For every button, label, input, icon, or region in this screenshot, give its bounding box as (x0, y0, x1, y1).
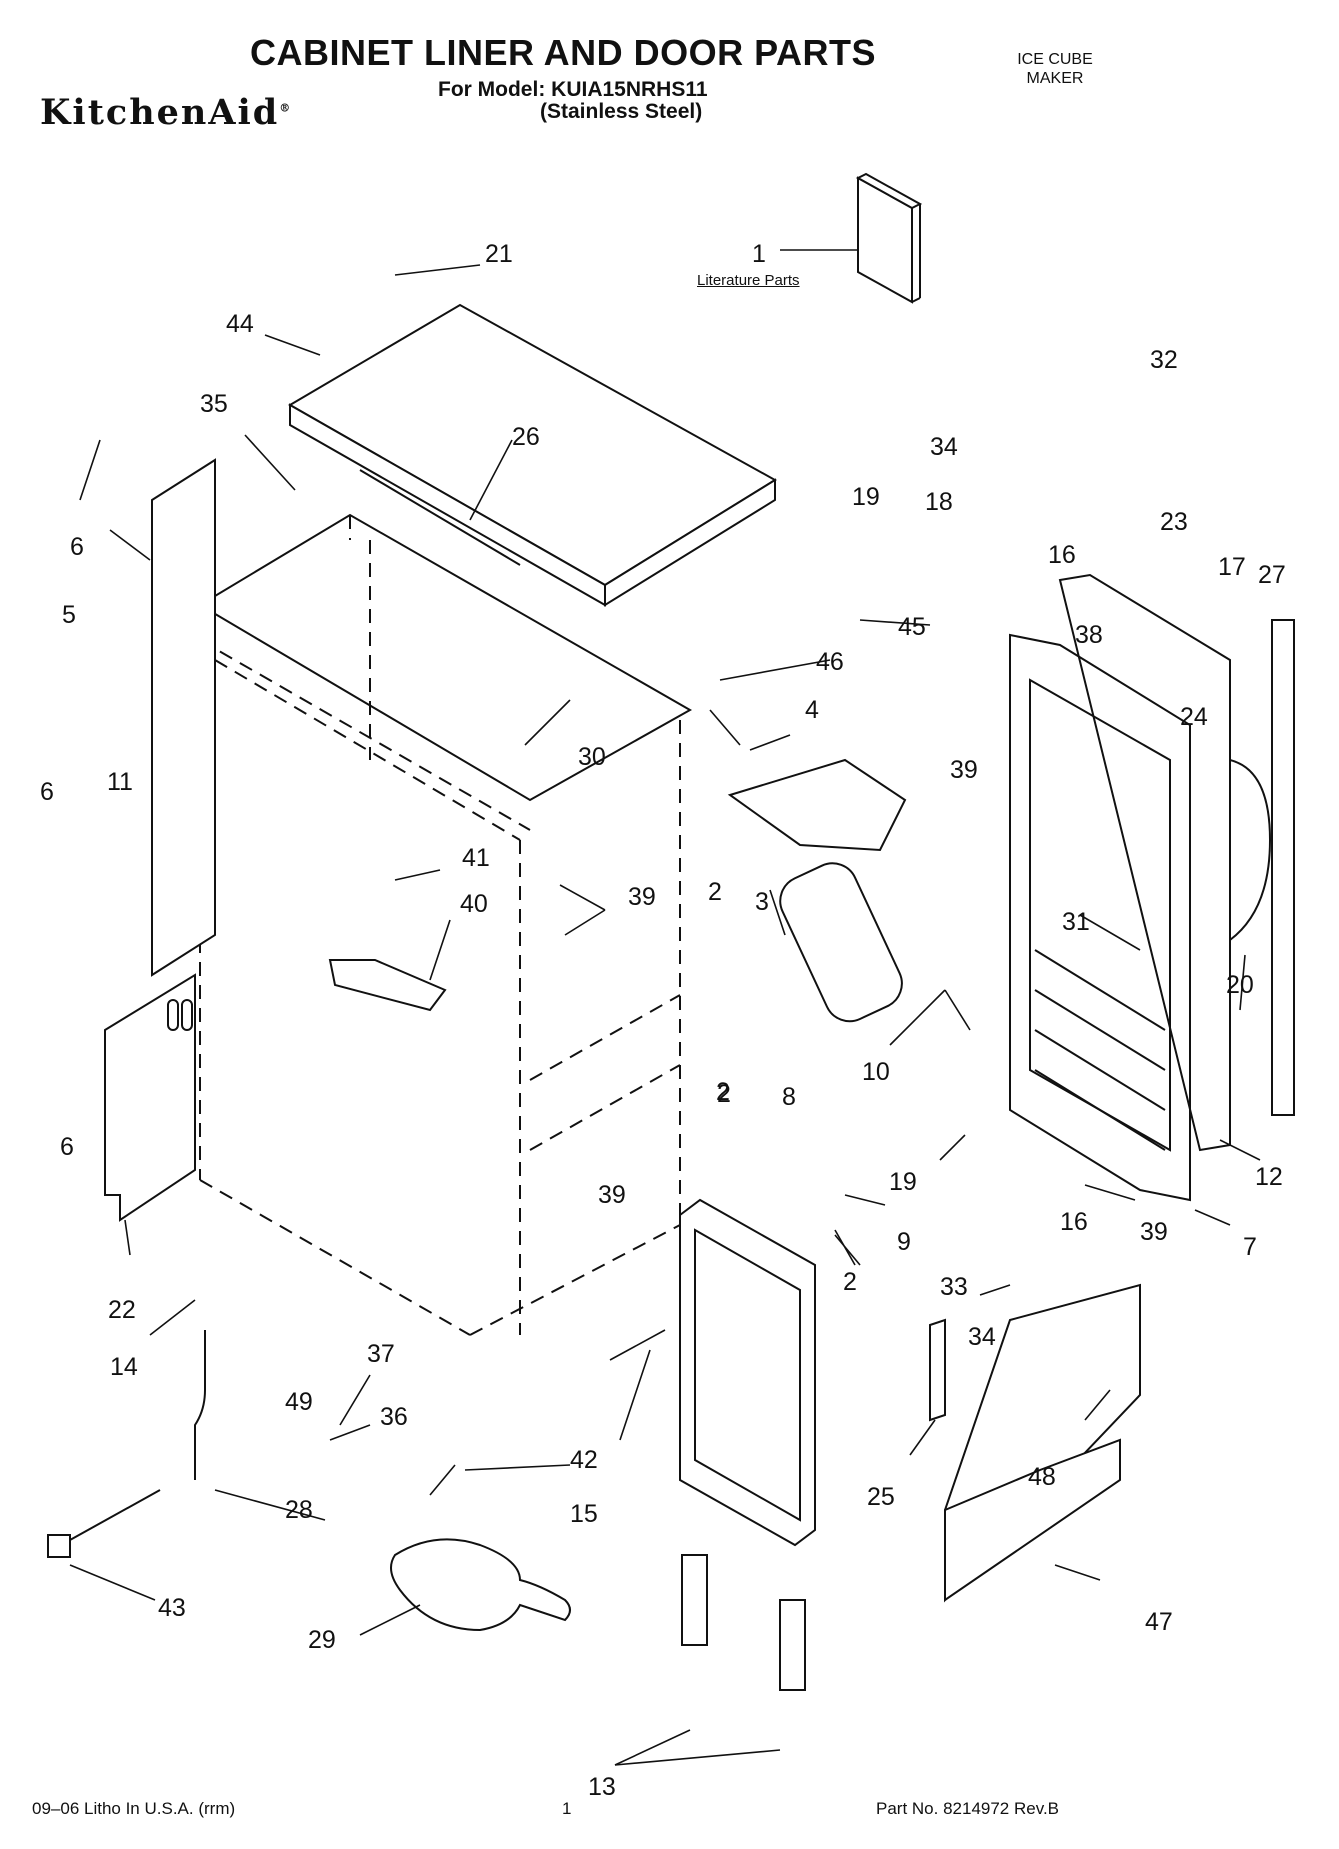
literature-parts-label: Literature Parts (697, 272, 800, 289)
page-number: 1 (562, 1799, 572, 1818)
callout-37: 37 (367, 1340, 395, 1368)
callout-2d: 2 (717, 1080, 731, 1108)
callout-40: 40 (460, 890, 488, 918)
callout-19a: 19 (852, 483, 880, 511)
callout-23: 23 (1160, 508, 1188, 536)
callout-17: 17 (1218, 553, 1246, 581)
page-title: CABINET LINER AND DOOR PARTS (250, 32, 876, 73)
callout-39b: 39 (950, 756, 978, 784)
callout-31: 31 (1062, 908, 1090, 936)
left-side-panel (151, 458, 216, 977)
callout-32: 32 (1150, 346, 1178, 374)
callout-6c: 6 (60, 1133, 74, 1161)
callout-6b: 6 (40, 778, 54, 806)
callout-4: 4 (805, 696, 819, 724)
sensor-bracket (328, 959, 447, 1012)
callout-39d: 39 (1140, 1218, 1168, 1246)
callout-39a: 39 (628, 883, 656, 911)
callout-29: 29 (308, 1626, 336, 1654)
callout-labels: 1 2 2 2 2 3 4 5 6 6 6 7 8 9 10 11 12 13 … (40, 240, 1286, 1801)
callout-16a: 16 (1048, 541, 1076, 569)
callout-41: 41 (462, 844, 490, 872)
callout-8: 8 (782, 1083, 796, 1111)
leader-lines (69, 249, 1261, 1766)
callout-34a: 34 (930, 433, 958, 461)
callout-25: 25 (867, 1483, 895, 1511)
callout-18: 18 (925, 488, 953, 516)
lower-left-panel (104, 973, 196, 1222)
category-line-1: ICE CUBE (1017, 51, 1093, 68)
product-category: ICE CUBE MAKER (1000, 50, 1110, 88)
callout-2a: 2 (708, 878, 722, 906)
callout-22: 22 (108, 1296, 136, 1324)
litho-footer: 09–06 Litho In U.S.A. (rrm) (32, 1799, 236, 1818)
callout-35: 35 (200, 390, 228, 418)
finish-label: (Stainless Steel) (540, 100, 703, 123)
callout-48: 48 (1028, 1463, 1056, 1491)
door-post-right (779, 1599, 806, 1691)
callout-30: 30 (578, 743, 606, 771)
callout-12: 12 (1255, 1163, 1283, 1191)
callout-24: 24 (1180, 703, 1208, 731)
top-cover (288, 303, 777, 607)
cable-tie (47, 1489, 161, 1558)
callout-13: 13 (588, 1773, 616, 1801)
callout-46: 46 (816, 648, 844, 676)
callout-16b: 16 (1060, 1208, 1088, 1236)
callout-10: 10 (862, 1058, 890, 1086)
callout-39c: 39 (598, 1181, 626, 1209)
callout-27: 27 (1258, 561, 1286, 589)
callout-45: 45 (898, 613, 926, 641)
light-housing (779, 862, 903, 1023)
callout-9: 9 (897, 1228, 911, 1256)
callout-19b: 19 (889, 1168, 917, 1196)
category-line-2: MAKER (1026, 70, 1084, 87)
cabinet-liner (199, 513, 693, 1336)
callout-1: 1 (752, 240, 766, 268)
callout-49: 49 (285, 1388, 313, 1416)
callout-47: 47 (1145, 1608, 1173, 1636)
callout-33: 33 (940, 1273, 968, 1301)
callout-5: 5 (62, 601, 76, 629)
callout-34b: 34 (968, 1323, 996, 1351)
callout-20: 20 (1226, 971, 1254, 999)
callout-26: 26 (512, 423, 540, 451)
callout-2c: 2 (843, 1268, 857, 1296)
callout-42: 42 (570, 1446, 598, 1474)
callout-38: 38 (1075, 621, 1103, 649)
door-handle (1229, 759, 1272, 941)
callout-28: 28 (285, 1496, 313, 1524)
callout-2b: 2 (716, 1078, 730, 1106)
brand-logo-text: KitchenAid (40, 92, 280, 133)
door-trim-strip (1271, 619, 1295, 1116)
callout-44: 44 (226, 310, 254, 338)
brand-logo: KitchenAid® (40, 92, 293, 133)
callout-3: 3 (755, 888, 769, 916)
literature-booklet (855, 172, 923, 304)
callout-36: 36 (380, 1403, 408, 1431)
callout-6a: 6 (70, 533, 84, 561)
part-number: Part No. 8214972 Rev.B (876, 1799, 1060, 1818)
callout-15: 15 (570, 1500, 598, 1528)
door-assembly (1009, 573, 1231, 1202)
callout-14: 14 (110, 1353, 138, 1381)
callout-21: 21 (485, 240, 513, 268)
door-liner (679, 1198, 816, 1547)
callout-11: 11 (107, 768, 133, 796)
model-number: For Model: KUIA15NRHS11 (438, 78, 708, 101)
bin-deflector (727, 758, 907, 852)
door-post-left (681, 1554, 708, 1646)
callout-43: 43 (158, 1594, 186, 1622)
drain-tube (194, 1330, 206, 1480)
front-grille (944, 1283, 1141, 1603)
drain-pan (390, 1538, 571, 1632)
callout-7: 7 (1243, 1233, 1257, 1261)
hinge-bracket (929, 1318, 946, 1422)
